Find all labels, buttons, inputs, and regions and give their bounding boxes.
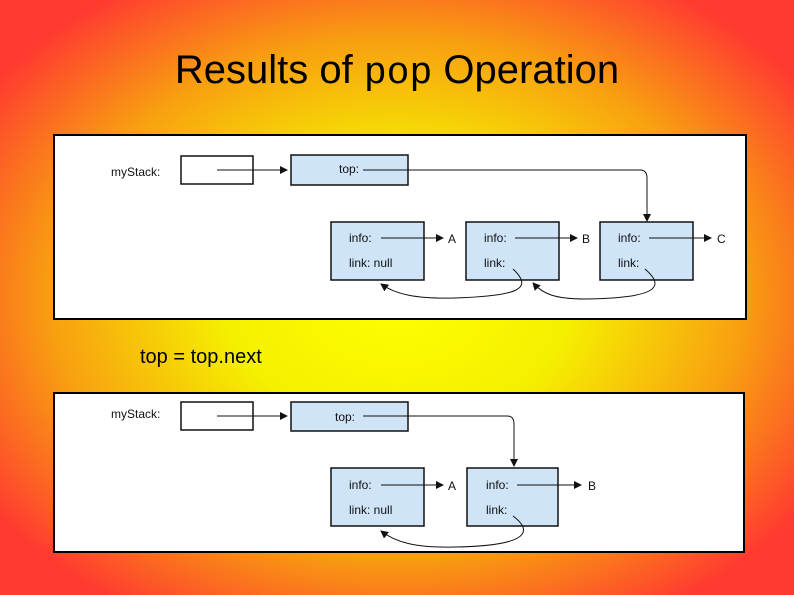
node-b (465, 221, 560, 281)
node-b-info-after: info: (486, 478, 509, 492)
diagram-before-pop: myStack: top: info: link: null A info: l… (53, 134, 747, 320)
node-a (330, 221, 425, 281)
top-field-label: top: (339, 162, 359, 176)
node-b-link: link: (484, 256, 505, 270)
link-b-to-a-arrow-after (380, 515, 524, 548)
node-a-after (330, 467, 425, 527)
node-b-link-after: link: (486, 503, 507, 517)
title-suffix: Operation (432, 48, 620, 92)
node-a-info-after: info: (349, 478, 372, 492)
node-c (599, 221, 694, 281)
node-a-info: info: (349, 231, 372, 245)
node-a-link: link: null (349, 256, 392, 270)
slide-title: Results of pop Operation (0, 46, 794, 98)
node-c-info: info: (618, 231, 641, 245)
title-code: pop (363, 52, 433, 95)
mystack-label-after: myStack: (111, 407, 160, 421)
top-pointer-arrow (363, 169, 651, 222)
mystack-label: myStack: (111, 165, 160, 179)
node-a-link-after: link: null (349, 503, 392, 517)
top-pointer-arrow-after (363, 415, 518, 467)
node-b-value-after: B (588, 479, 596, 493)
node-b-info: info: (484, 231, 507, 245)
node-a-value: A (448, 232, 456, 246)
pop-caption: top = top.next (140, 346, 262, 368)
node-c-value: C (717, 232, 726, 246)
node-b-after (466, 467, 559, 527)
diagram-after-pop: myStack: top: info: link: null A info: l… (53, 392, 745, 553)
link-b-to-a-arrow (380, 268, 523, 299)
node-a-value-after: A (448, 479, 456, 493)
diagram-before-svg: myStack: top: info: link: null A info: l… (111, 154, 726, 300)
diagram-after-svg: myStack: top: info: link: null A info: l… (111, 401, 596, 548)
top-field-label-after: top: (335, 410, 355, 424)
title-prefix: Results of (174, 48, 364, 92)
node-b-value: B (582, 232, 590, 246)
node-c-link: link: (618, 256, 639, 270)
link-c-to-b-arrow (532, 268, 656, 300)
